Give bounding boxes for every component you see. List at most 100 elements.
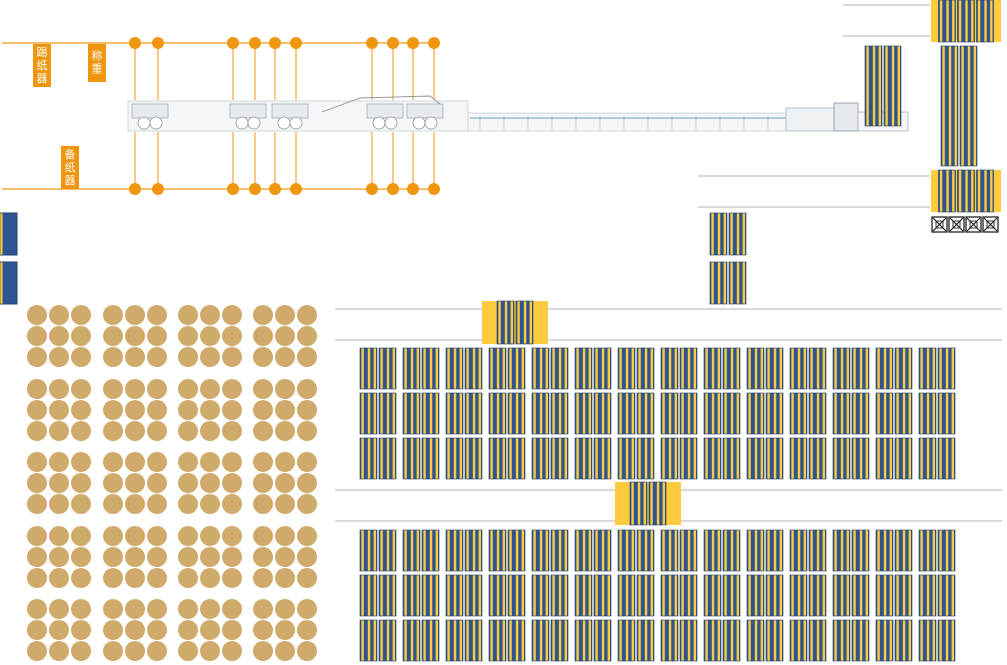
paper-roll — [125, 326, 145, 346]
weighing-label: 称重 — [88, 44, 106, 82]
pallet-strap — [920, 620, 923, 661]
pallet-stack — [918, 347, 937, 390]
pallet-strap — [410, 348, 414, 389]
pallet-stack — [0, 212, 18, 256]
pallet-strap — [693, 620, 697, 661]
pallet-outline — [765, 619, 784, 662]
pallet-strap — [453, 575, 457, 616]
paper-roll — [147, 568, 167, 588]
pallet-stack — [378, 392, 397, 435]
pallet-outline — [531, 347, 550, 390]
pallet-stack — [722, 529, 741, 572]
pallet-outline — [445, 392, 464, 435]
pallet-outline — [402, 392, 421, 435]
single-facer-roll — [137, 116, 151, 130]
pallet-strap — [803, 393, 807, 434]
pallet-strap — [958, 170, 962, 212]
pallet-strap — [521, 620, 525, 661]
pallet-stack — [679, 619, 698, 662]
pallet-stack — [660, 574, 679, 617]
pallet-strap — [889, 620, 893, 661]
pallet-strap — [952, 0, 955, 42]
pallet-outline — [421, 619, 440, 662]
pallet-strap — [595, 575, 598, 616]
roll-group — [103, 452, 167, 514]
pallet-stack — [402, 437, 421, 480]
pallet-stack — [0, 261, 18, 305]
pallet-strap — [662, 530, 665, 571]
double-facer — [467, 112, 787, 132]
pallet-stack — [617, 529, 636, 572]
crossed-box-inner — [969, 220, 978, 229]
pallet-strap — [865, 438, 869, 479]
pallet-strap — [945, 620, 949, 661]
pallet-outline — [574, 619, 593, 662]
pallet-strap — [644, 620, 648, 661]
pallet-strap — [404, 393, 407, 434]
pallet-strap — [423, 438, 426, 479]
paper-roll — [49, 494, 69, 514]
crossed-box-icon — [948, 216, 965, 233]
pallet-strap — [466, 393, 469, 434]
pallet-strap — [748, 348, 751, 389]
pallet-strap — [834, 620, 837, 661]
paper-roll — [222, 452, 242, 472]
pallet-strap — [674, 438, 678, 479]
pallet-strap — [625, 438, 629, 479]
pallet-strap — [846, 530, 850, 571]
pallet-strap — [373, 348, 377, 389]
pallet-outline — [851, 347, 870, 390]
paper-roll — [103, 452, 123, 472]
pallet-strap — [410, 620, 414, 661]
pallet-strap — [521, 575, 525, 616]
pallet-outline — [875, 529, 894, 572]
paper-roll — [147, 400, 167, 420]
pallet-strap — [523, 301, 527, 344]
roll-group — [178, 379, 242, 441]
pallet-stack — [976, 169, 994, 213]
pallet-stack — [464, 529, 483, 572]
paper-roll — [49, 452, 69, 472]
pallet-stack — [507, 574, 526, 617]
pallet-strap — [564, 530, 568, 571]
pallet-strap — [478, 348, 482, 389]
pallet-strap — [951, 393, 955, 434]
paper-roll — [253, 494, 273, 514]
roll-group — [103, 305, 167, 367]
pallet-stack — [378, 529, 397, 572]
pallet-strap — [564, 438, 568, 479]
pallet-outline — [746, 347, 765, 390]
pallet-strap — [410, 438, 414, 479]
pallet-stack — [617, 347, 636, 390]
paper-roll — [200, 421, 220, 441]
pallet-outline — [722, 437, 741, 480]
pallet-strap — [834, 438, 837, 479]
pallet-strap — [509, 620, 512, 661]
reel-marker-bottom — [428, 183, 440, 195]
paper-roll — [49, 347, 69, 367]
pallet-outline — [421, 574, 440, 617]
pallet-stack — [464, 347, 483, 390]
paper-roll — [297, 599, 317, 619]
paper-roll — [103, 305, 123, 325]
paper-roll — [178, 347, 198, 367]
pallet-strap — [361, 438, 364, 479]
pallet-strap — [954, 46, 958, 166]
pallet-stack — [851, 437, 870, 480]
pallet-strap — [760, 530, 764, 571]
pallet-strap — [533, 348, 536, 389]
paper-roll — [200, 473, 220, 493]
pallet-stack — [488, 392, 507, 435]
pallet-strap — [529, 301, 533, 344]
pallet-strap — [816, 348, 820, 389]
pallet-strap — [607, 438, 611, 479]
paper-roll — [275, 599, 295, 619]
pallet-strap — [822, 348, 826, 389]
pallet-strap — [386, 575, 390, 616]
roll-group — [253, 599, 317, 661]
paper-roll — [178, 400, 198, 420]
pallet-strap — [429, 620, 433, 661]
pallet-outline — [894, 619, 913, 662]
pallet-stack — [679, 347, 698, 390]
paper-roll — [147, 305, 167, 325]
